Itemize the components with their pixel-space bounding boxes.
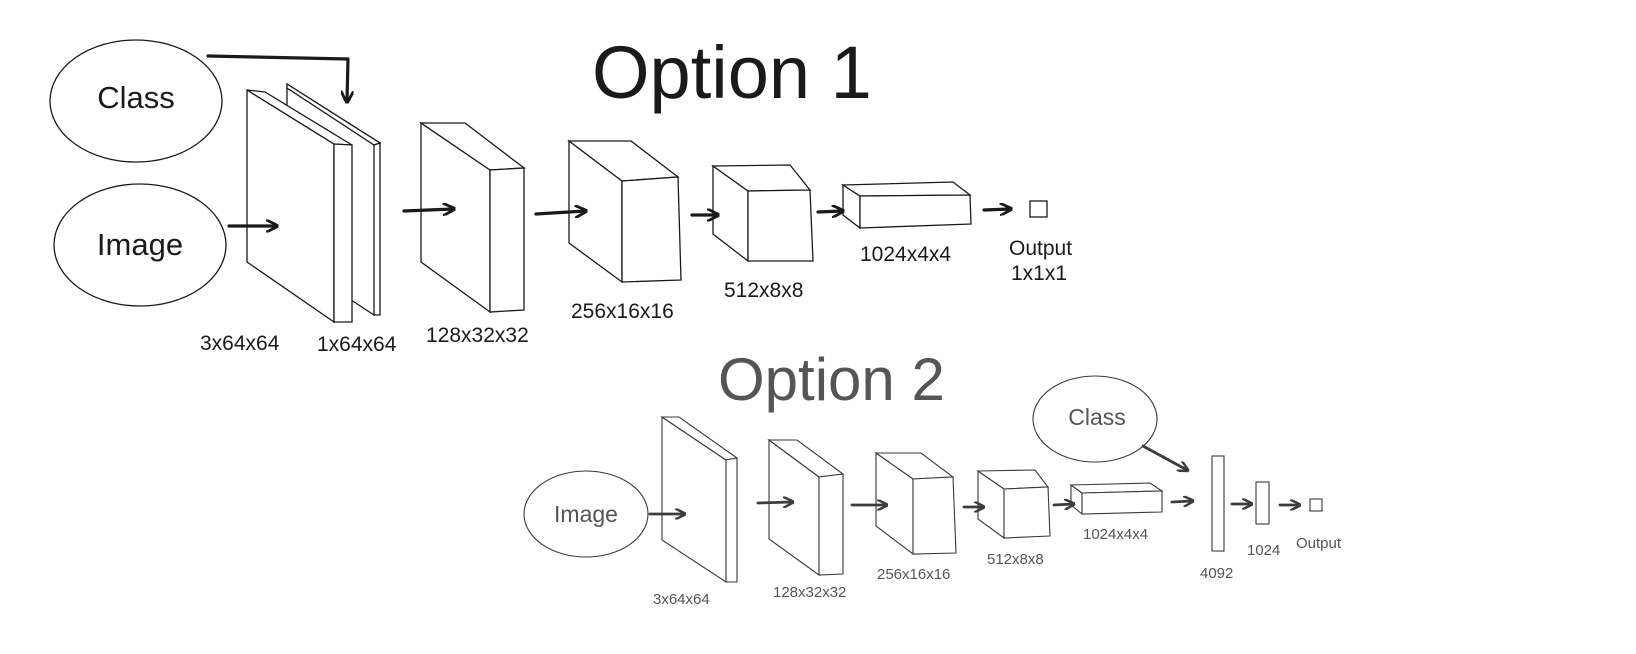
option2-title: Option 2: [718, 346, 945, 413]
option2-layer-1024x4x4-block: [1069, 482, 1164, 516]
option2-layer-3x64x64-block: [660, 415, 739, 584]
option2-layer-label-1024: 1024: [1247, 542, 1280, 559]
option1-arrow-4: [816, 211, 842, 212]
option2-layer-128x32x32-block: [767, 438, 845, 577]
option2-class-label: Class: [1068, 404, 1126, 430]
option1-layer-1024x4x4-block: [840, 181, 972, 230]
option1-arrow-5: [982, 209, 1010, 210]
option1-image-ellipse: [53, 183, 227, 307]
option1-layer-128x32x32-block: [418, 121, 526, 314]
option1-class-arrow: [206, 54, 348, 101]
option2-layer-4092-block: [1211, 455, 1225, 552]
option2-arrow-1: [756, 502, 792, 503]
option1-layer-512x8x8-block: [711, 164, 814, 263]
option1-layer-label-3x64x64: 3x64x64: [200, 332, 280, 355]
option2-image-ellipse: [523, 470, 649, 558]
option1-image-label: Image: [97, 227, 183, 262]
option1-output-block: [1029, 200, 1048, 218]
option1-layer-256x16x16-block: [567, 139, 682, 284]
option1-class-label: Class: [97, 80, 175, 115]
option2-image-label: Image: [554, 501, 618, 527]
option2-layer-label-256x16x16: 256x16x16: [877, 566, 950, 583]
option2-class-arrow: [1141, 444, 1187, 470]
option2-layer-label-4092: 4092: [1200, 565, 1233, 582]
option2-layer-label-128x32x32: 128x32x32: [773, 584, 846, 601]
option1-layer-label-128x32x32: 128x32x32: [426, 324, 529, 347]
option1-diagram: Option 1 Class Image: [49, 31, 1072, 356]
option2-layer-256x16x16-block: [874, 451, 957, 556]
option1-layer-label-512x8x8: 512x8x8: [724, 279, 803, 302]
option2-layer-1024-block: [1255, 481, 1270, 525]
option2-output-block: [1309, 498, 1323, 512]
option2-output-label: Output: [1296, 535, 1342, 552]
option1-output-label: Output: [1009, 237, 1072, 260]
option2-diagram: Option 2 Class Image: [523, 346, 1342, 608]
option1-layer-3x64x64-block: [246, 88, 353, 324]
option1-class-ellipse: [49, 39, 223, 163]
option1-title: Option 1: [592, 31, 872, 114]
option1-output-size: 1x1x1: [1011, 262, 1067, 285]
option1-layer-label-1024x4x4: 1024x4x4: [860, 243, 951, 266]
option2-arrow-4: [1052, 504, 1073, 505]
option2-layer-512x8x8-block: [976, 469, 1051, 540]
option2-arrow-5: [1170, 501, 1192, 502]
option1-layer-label-1x64x64: 1x64x64: [317, 333, 397, 356]
option1-arrow-1: [402, 209, 453, 211]
option2-layer-label-1024x4x4: 1024x4x4: [1083, 526, 1148, 543]
option2-layer-label-512x8x8: 512x8x8: [987, 551, 1044, 568]
option1-arrow-2: [534, 211, 585, 214]
option1-layer-label-256x16x16: 256x16x16: [571, 300, 674, 323]
option2-class-ellipse: [1032, 375, 1158, 463]
option2-layer-label-3x64x64: 3x64x64: [653, 591, 710, 608]
